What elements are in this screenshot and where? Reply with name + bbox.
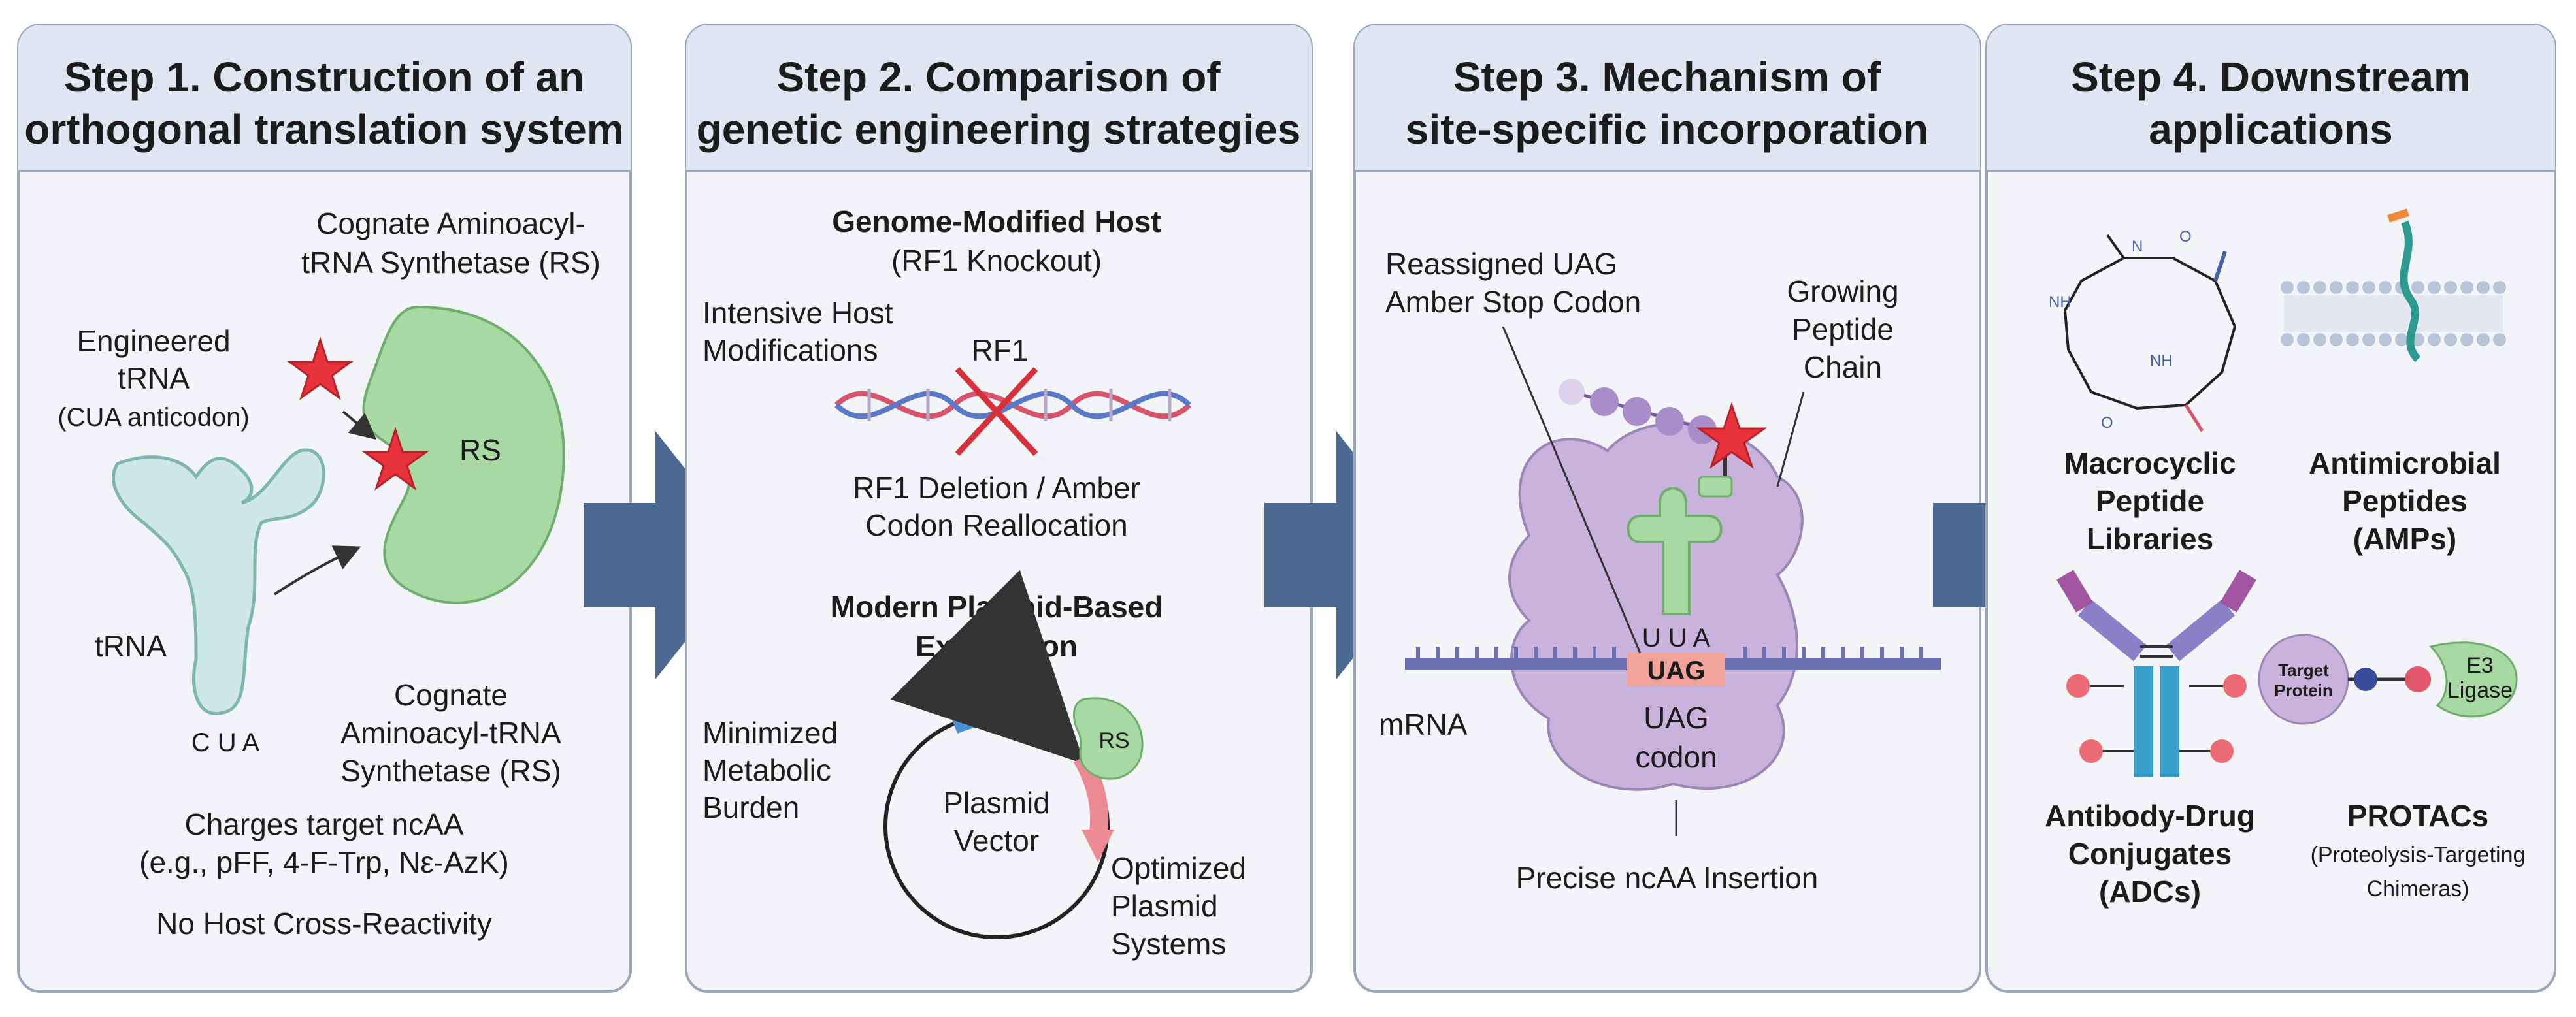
dna-helix-icon	[834, 389, 1191, 421]
peptide-chain-icon	[1559, 379, 1727, 480]
protac-line2: (Proteolysis-Targeting	[2311, 843, 2526, 867]
bound-ncaa-star-icon	[361, 427, 429, 491]
codon-label-line1: UAG	[1643, 701, 1709, 735]
step3-ncaa-star-icon	[1696, 402, 1768, 469]
target-protein-line1: Target	[2278, 660, 2329, 680]
membrane-amp-icon	[2281, 208, 2506, 363]
rs-bottom-label-line3: Synthetase (RS)	[340, 754, 561, 788]
rs-bottom-label-line1: Cognate	[394, 678, 508, 712]
amp-line2: Peptides	[2342, 484, 2468, 518]
engineered-trna-line1: Engineered	[76, 324, 230, 358]
flow-arrow-1	[584, 431, 753, 679]
e3-ligase-line2: Ligase	[2447, 678, 2513, 703]
codon-label-line2: codon	[1635, 740, 1717, 774]
genome-modified-heading: Genome-Modified Host	[832, 204, 1161, 238]
e3-ligase-line1: E3	[2466, 653, 2494, 678]
vector-line2: Vector	[954, 824, 1039, 858]
panel-step-4: Step 4. Downstream applications N NH NH …	[1985, 24, 2556, 993]
uag-codon-highlight	[1627, 653, 1725, 686]
trna-label: tRNA	[95, 629, 167, 663]
step2-title-line1: Step 2. Comparison of	[776, 54, 1221, 101]
macro-line1: Macrocyclic	[2064, 446, 2236, 480]
step2-title-line2: genetic engineering strategies	[697, 106, 1301, 153]
growing-line2: Peptide	[1792, 312, 1894, 346]
panel-step-3: Step 3. Mechanism of site-specific incor…	[1353, 24, 1981, 993]
rs-enzyme-shape	[362, 305, 565, 604]
chem-o-top: O	[2179, 228, 2192, 246]
step3-title-line2: site-specific incorporation	[1406, 106, 1928, 153]
charges-line2: (e.g., pFF, 4-F-Trp, Nε-AzK)	[139, 845, 509, 879]
chem-nh-left: NH	[2049, 293, 2072, 311]
step3-title-line1: Step 3. Mechanism of	[1453, 54, 1881, 101]
trna-shape	[112, 448, 325, 715]
precise-insertion: Precise ncAA Insertion	[1516, 861, 1819, 895]
burden-line1: Minimized	[702, 716, 838, 750]
amp-line3: (AMPs)	[2353, 522, 2456, 556]
optimized-line2: Plasmid	[1111, 889, 1218, 923]
reassigned-line2: Amber Stop Codon	[1385, 285, 1641, 319]
rs-bottom-label-line2: Aminoacyl-tRNA	[340, 716, 561, 750]
chem-n-right: NH	[2150, 352, 2173, 370]
optimized-line3: Systems	[1111, 927, 1226, 961]
plasmid-rs-shape	[1072, 697, 1144, 780]
intensive-line2: Modifications	[702, 333, 878, 367]
rs-top-label-line1: Cognate Aminoacyl-	[316, 206, 586, 240]
optimized-line1: Optimized	[1111, 851, 1246, 885]
plasmid-heading-line2: Expression	[916, 629, 1078, 663]
codon-box-label: UAG	[1647, 656, 1706, 685]
step4-title-line1: Step 4. Downstream	[2071, 54, 2471, 101]
macrocycle-icon: N NH NH O O	[2049, 228, 2237, 432]
intensive-line1: Intensive Host	[702, 296, 893, 330]
growing-line3: Chain	[1804, 350, 1882, 384]
engineered-trna-line2: tRNA	[118, 361, 190, 395]
antibody-drug-icon	[2056, 570, 2256, 777]
panel-step-1: Step 1. Construction of an orthogonal tr…	[17, 24, 632, 993]
step1-title-line2: orthogonal translation system	[24, 106, 623, 153]
rs-top-label-line2: tRNA Synthetase (RS)	[301, 246, 601, 280]
charges-line1: Charges target ncAA	[184, 807, 463, 841]
macro-line2: Peptide	[2096, 484, 2204, 518]
target-protein-line2: Protein	[2274, 681, 2333, 700]
no-cross-reactivity: No Host Cross-Reactivity	[156, 907, 492, 941]
deletion-x-icon	[955, 366, 1038, 457]
genome-modified-sub: (RF1 Knockout)	[891, 244, 1102, 278]
step1-title-line1: Step 1. Construction of an	[64, 54, 584, 101]
protac-line1: PROTACs	[2347, 799, 2488, 833]
ncaa-star-icon	[286, 336, 354, 400]
adc-line3: (ADCs)	[2099, 875, 2201, 909]
protac-icon	[2258, 634, 2518, 725]
adc-line1: Antibody-Drug	[2045, 799, 2255, 833]
burden-line2: Metabolic	[702, 753, 831, 787]
deletion-line2: Codon Reallocation	[865, 508, 1128, 542]
reassigned-line1: Reassigned UAG	[1385, 247, 1617, 281]
trna-anticodon-letters: C U A	[191, 728, 260, 757]
anticodon-label: (CUA anticodon)	[58, 403, 249, 432]
deletion-line1: RF1 Deletion / Amber	[853, 471, 1140, 505]
protac-line3: Chimeras)	[2367, 877, 2469, 901]
amp-line1: Antimicrobial	[2309, 446, 2501, 480]
step3-trna-shape	[1627, 487, 1723, 615]
chem-n-top: N	[2132, 238, 2143, 255]
rs-label: RS	[459, 433, 501, 467]
plasmid-blue-arrow	[890, 570, 1085, 764]
burden-line3: Burden	[702, 790, 799, 824]
panel-step-2: Step 2. Comparison of genetic engineerin…	[685, 24, 1313, 993]
rf1-label: RF1	[972, 333, 1029, 367]
flow-arrow-2	[1264, 431, 1434, 679]
plasmid-rs-label: RS	[1098, 728, 1129, 753]
step4-title-line2: applications	[2149, 106, 2392, 153]
mrna-label: mRNA	[1379, 707, 1468, 741]
chem-o-bottom: O	[2101, 414, 2113, 432]
plasmid-heading-line1: Modern Plasmid-Based	[831, 590, 1163, 624]
vector-line1: Plasmid	[943, 786, 1050, 820]
adc-line2: Conjugates	[2068, 837, 2232, 871]
step3-anticodon: U U A	[1642, 624, 1711, 653]
macro-line3: Libraries	[2087, 522, 2213, 556]
growing-line1: Growing	[1787, 274, 1898, 308]
